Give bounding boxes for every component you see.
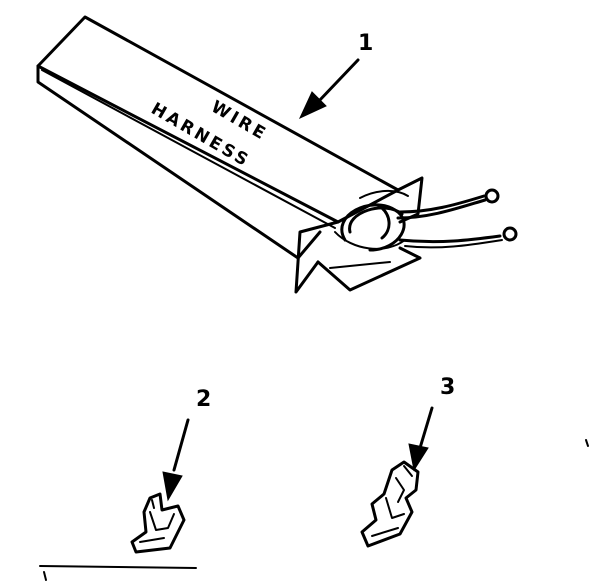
arrowhead-1-icon xyxy=(298,91,327,120)
scan-edge-artifacts xyxy=(39,439,589,581)
terminal-part-2 xyxy=(130,492,186,554)
arrowhead-2-icon xyxy=(162,471,183,502)
lead-wires xyxy=(396,188,518,249)
wire-harness-box xyxy=(36,15,424,294)
callout-2-number: 2 xyxy=(196,387,211,412)
callout-1: 1 xyxy=(298,31,373,120)
callout-2: 2 xyxy=(162,387,211,502)
arrowhead-3-icon xyxy=(408,443,429,472)
terminal-part-3 xyxy=(360,460,420,548)
callout-1-number: 1 xyxy=(358,31,373,56)
callout-3-number: 3 xyxy=(440,375,455,400)
callout-3: 3 xyxy=(408,375,455,472)
coiled-wires xyxy=(334,190,409,252)
